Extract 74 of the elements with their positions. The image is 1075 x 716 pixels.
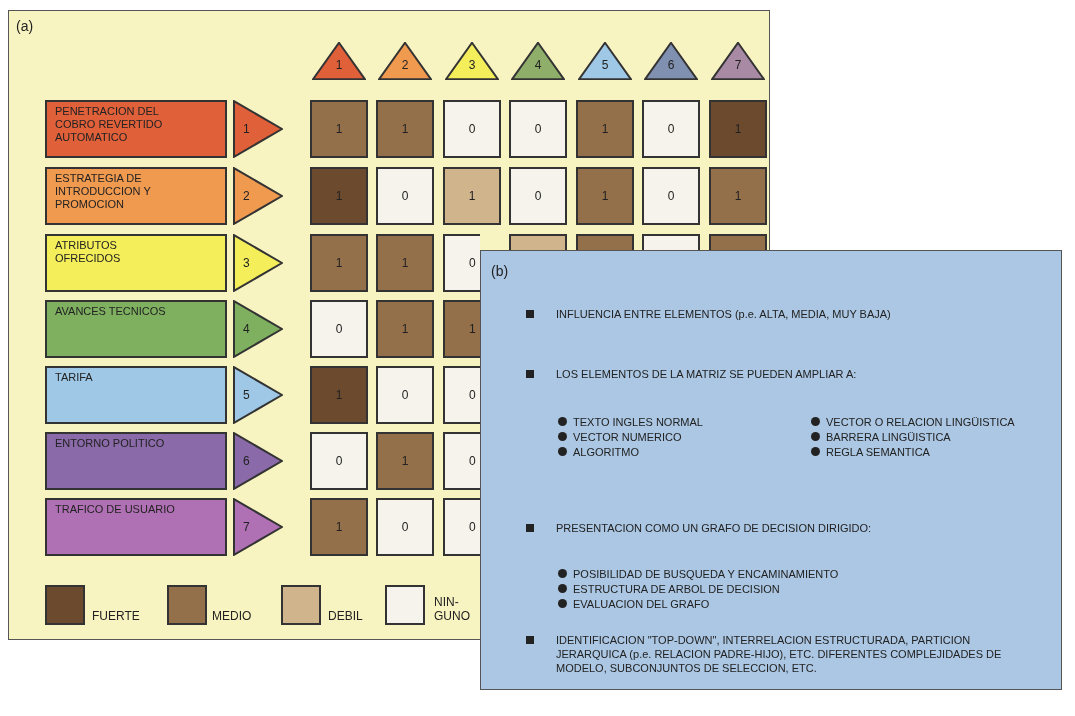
panel-label: (a) (16, 17, 34, 36)
matrix-cell: 0 (376, 366, 434, 424)
matrix-cell: 0 (376, 167, 434, 225)
legend-label: NIN- GUNO (434, 595, 471, 623)
matrix-cell: 0 (310, 432, 368, 490)
matrix-cell: 0 (443, 234, 480, 292)
row-triangle: 7 (233, 498, 283, 556)
notes-panel (480, 250, 1062, 690)
column-triangle: 6 (644, 42, 698, 80)
matrix-cell: 1 (376, 432, 434, 490)
matrix-cell: 1 (376, 234, 434, 292)
row-triangle: 2 (233, 167, 283, 225)
factor-box: TARIFA (45, 366, 227, 424)
matrix-cell (642, 234, 700, 250)
matrix-cell: 1 (310, 234, 368, 292)
matrix-cell: 1 (709, 167, 767, 225)
matrix-cell: 0 (642, 167, 700, 225)
column-triangle: 5 (578, 42, 632, 80)
column-triangle: 2 (378, 42, 432, 80)
legend-label: DEBIL (328, 609, 364, 623)
factor-box: ATRIBUTOS OFRECIDOS (45, 234, 227, 292)
factor-box: TRAFICO DE USUARIO (45, 498, 227, 556)
legend-label: FUERTE (92, 609, 141, 623)
bullet-text: LOS ELEMENTOS DE LA MATRIZ SE PUEDEN AMPLIAR A: (556, 367, 858, 381)
factor-box: ESTRATEGIA DE INTRODUCCION Y PROMOCION (45, 167, 227, 225)
matrix-cell: 0 (376, 498, 434, 556)
bullet-text: INFLUENCIA ENTRE ELEMENTOS (p.e. ALTA, MEDIA, MUY BAJA) (556, 307, 892, 321)
bullet-text: ESTRUCTURA DE ARBOL DE DECISION (573, 582, 781, 596)
row-triangle: 3 (233, 234, 283, 292)
matrix-cell: 0 (310, 300, 368, 358)
row-triangle: 4 (233, 300, 283, 358)
bullet-text: TEXTO INGLES NORMAL (573, 415, 704, 429)
matrix-cell: 1 (576, 167, 634, 225)
matrix-cell: 0 (509, 100, 567, 158)
bullet-text: ALGORITMO (573, 445, 640, 459)
matrix-cell: 1 (443, 167, 501, 225)
column-triangle: 3 (445, 42, 499, 80)
matrix-cell: 1 (310, 498, 368, 556)
bullet-text: VECTOR NUMERICO (573, 430, 683, 444)
factor-box: AVANCES TECNICOS (45, 300, 227, 358)
column-triangle: 4 (511, 42, 565, 80)
matrix-cell: 1 (376, 300, 434, 358)
bullet-text: REGLA SEMANTICA (826, 445, 931, 459)
column-triangle: 1 (312, 42, 366, 80)
matrix-cell: 0 (443, 432, 480, 490)
factor-box: PENETRACION DEL COBRO REVERTIDO AUTOMATICO (45, 100, 227, 158)
bullet-text: EVALUACION DEL GRAFO (573, 597, 711, 611)
matrix-cell: 0 (443, 498, 480, 556)
bullet-text: VECTOR O RELACION LINGÜISTICA (826, 415, 1016, 429)
row-triangle: 5 (233, 366, 283, 424)
matrix-cell: 1 (310, 167, 368, 225)
matrix-cell (576, 234, 634, 250)
column-triangle: 7 (711, 42, 765, 80)
bullet-text: BARRERA LINGÜISTICA (826, 430, 952, 444)
matrix-cell: 0 (642, 100, 700, 158)
matrix-cell: 0 (509, 167, 567, 225)
legend-label: MEDIO (212, 609, 253, 623)
matrix-cell: 1 (376, 100, 434, 158)
row-triangle: 1 (233, 100, 283, 158)
matrix-cell (509, 234, 567, 250)
matrix-cell: 1 (310, 100, 368, 158)
matrix-cell (709, 234, 767, 250)
matrix-cell: 1 (443, 300, 480, 358)
bullet-text: POSIBILIDAD DE BUSQUEDA Y ENCAMINAMIENTO (573, 567, 840, 581)
matrix-cell: 0 (443, 366, 480, 424)
panel-label: (b) (491, 262, 510, 281)
matrix-cell: 1 (709, 100, 767, 158)
matrix-cell: 1 (576, 100, 634, 158)
matrix-cell: 0 (443, 100, 501, 158)
bullet-text: PRESENTACION COMO UN GRAFO DE DECISION DIRIGIDO: (556, 521, 873, 535)
row-triangle: 6 (233, 432, 283, 490)
bullet-text: IDENTIFICACION "TOP-DOWN", INTERRELACION ESTRUCTURADA, PARTICION JERARQUICA (p.e. RELACION PADRE-HIJO), ETC. DIFERENTES COMPLEJIDADES DE MODELO, SUBCONJUNTOS DE SELECCION, ETC. (556, 633, 1003, 675)
matrix-cell: 1 (310, 366, 368, 424)
factor-box: ENTORNO POLITICO (45, 432, 227, 490)
